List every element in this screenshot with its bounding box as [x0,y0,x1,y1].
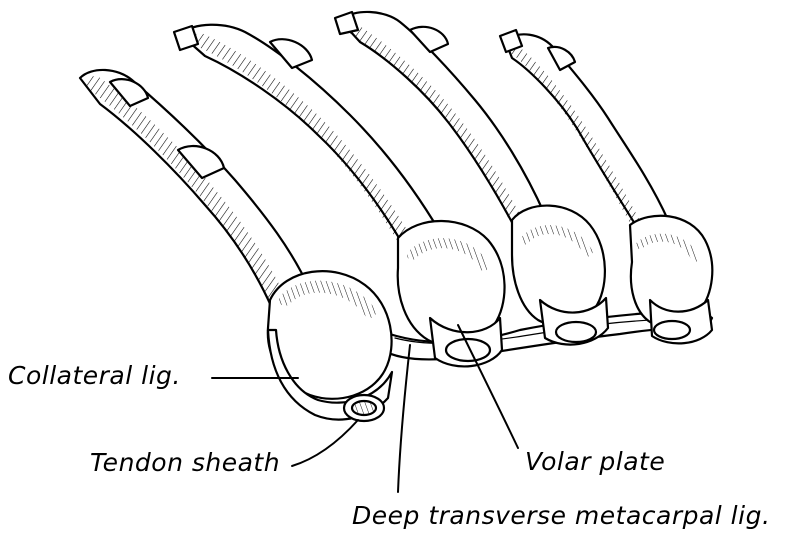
deep-transverse-metacarpal-ligament-label: Deep transverse metacarpal lig. [352,503,770,528]
leader-tendon-sheath [292,420,358,466]
collateral-ligament-label: Collateral lig. [8,363,181,388]
leader-deep-transverse [398,345,410,492]
volar-plate-label: Volar plate [525,449,665,474]
tendon-sheath-label: Tendon sheath [90,450,280,475]
